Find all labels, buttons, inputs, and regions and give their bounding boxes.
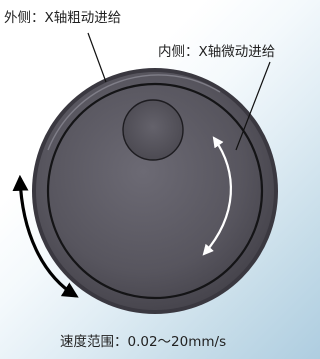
outer-leader-line (87, 32, 107, 83)
inner-ring-label: 内侧：X轴微动进给 (158, 44, 276, 60)
handwheel-hub (122, 99, 184, 161)
outer-ring-label: 外侧：X轴粗动进给 (4, 10, 122, 26)
rim-highlight (47, 74, 221, 151)
speed-range-label: 速度范围：0.02～20mm/s (60, 334, 227, 350)
inner-leader-line (235, 61, 271, 151)
inner-rotation-arrow-icon (202, 136, 232, 256)
outer-rotation-arrow-icon (12, 174, 79, 298)
